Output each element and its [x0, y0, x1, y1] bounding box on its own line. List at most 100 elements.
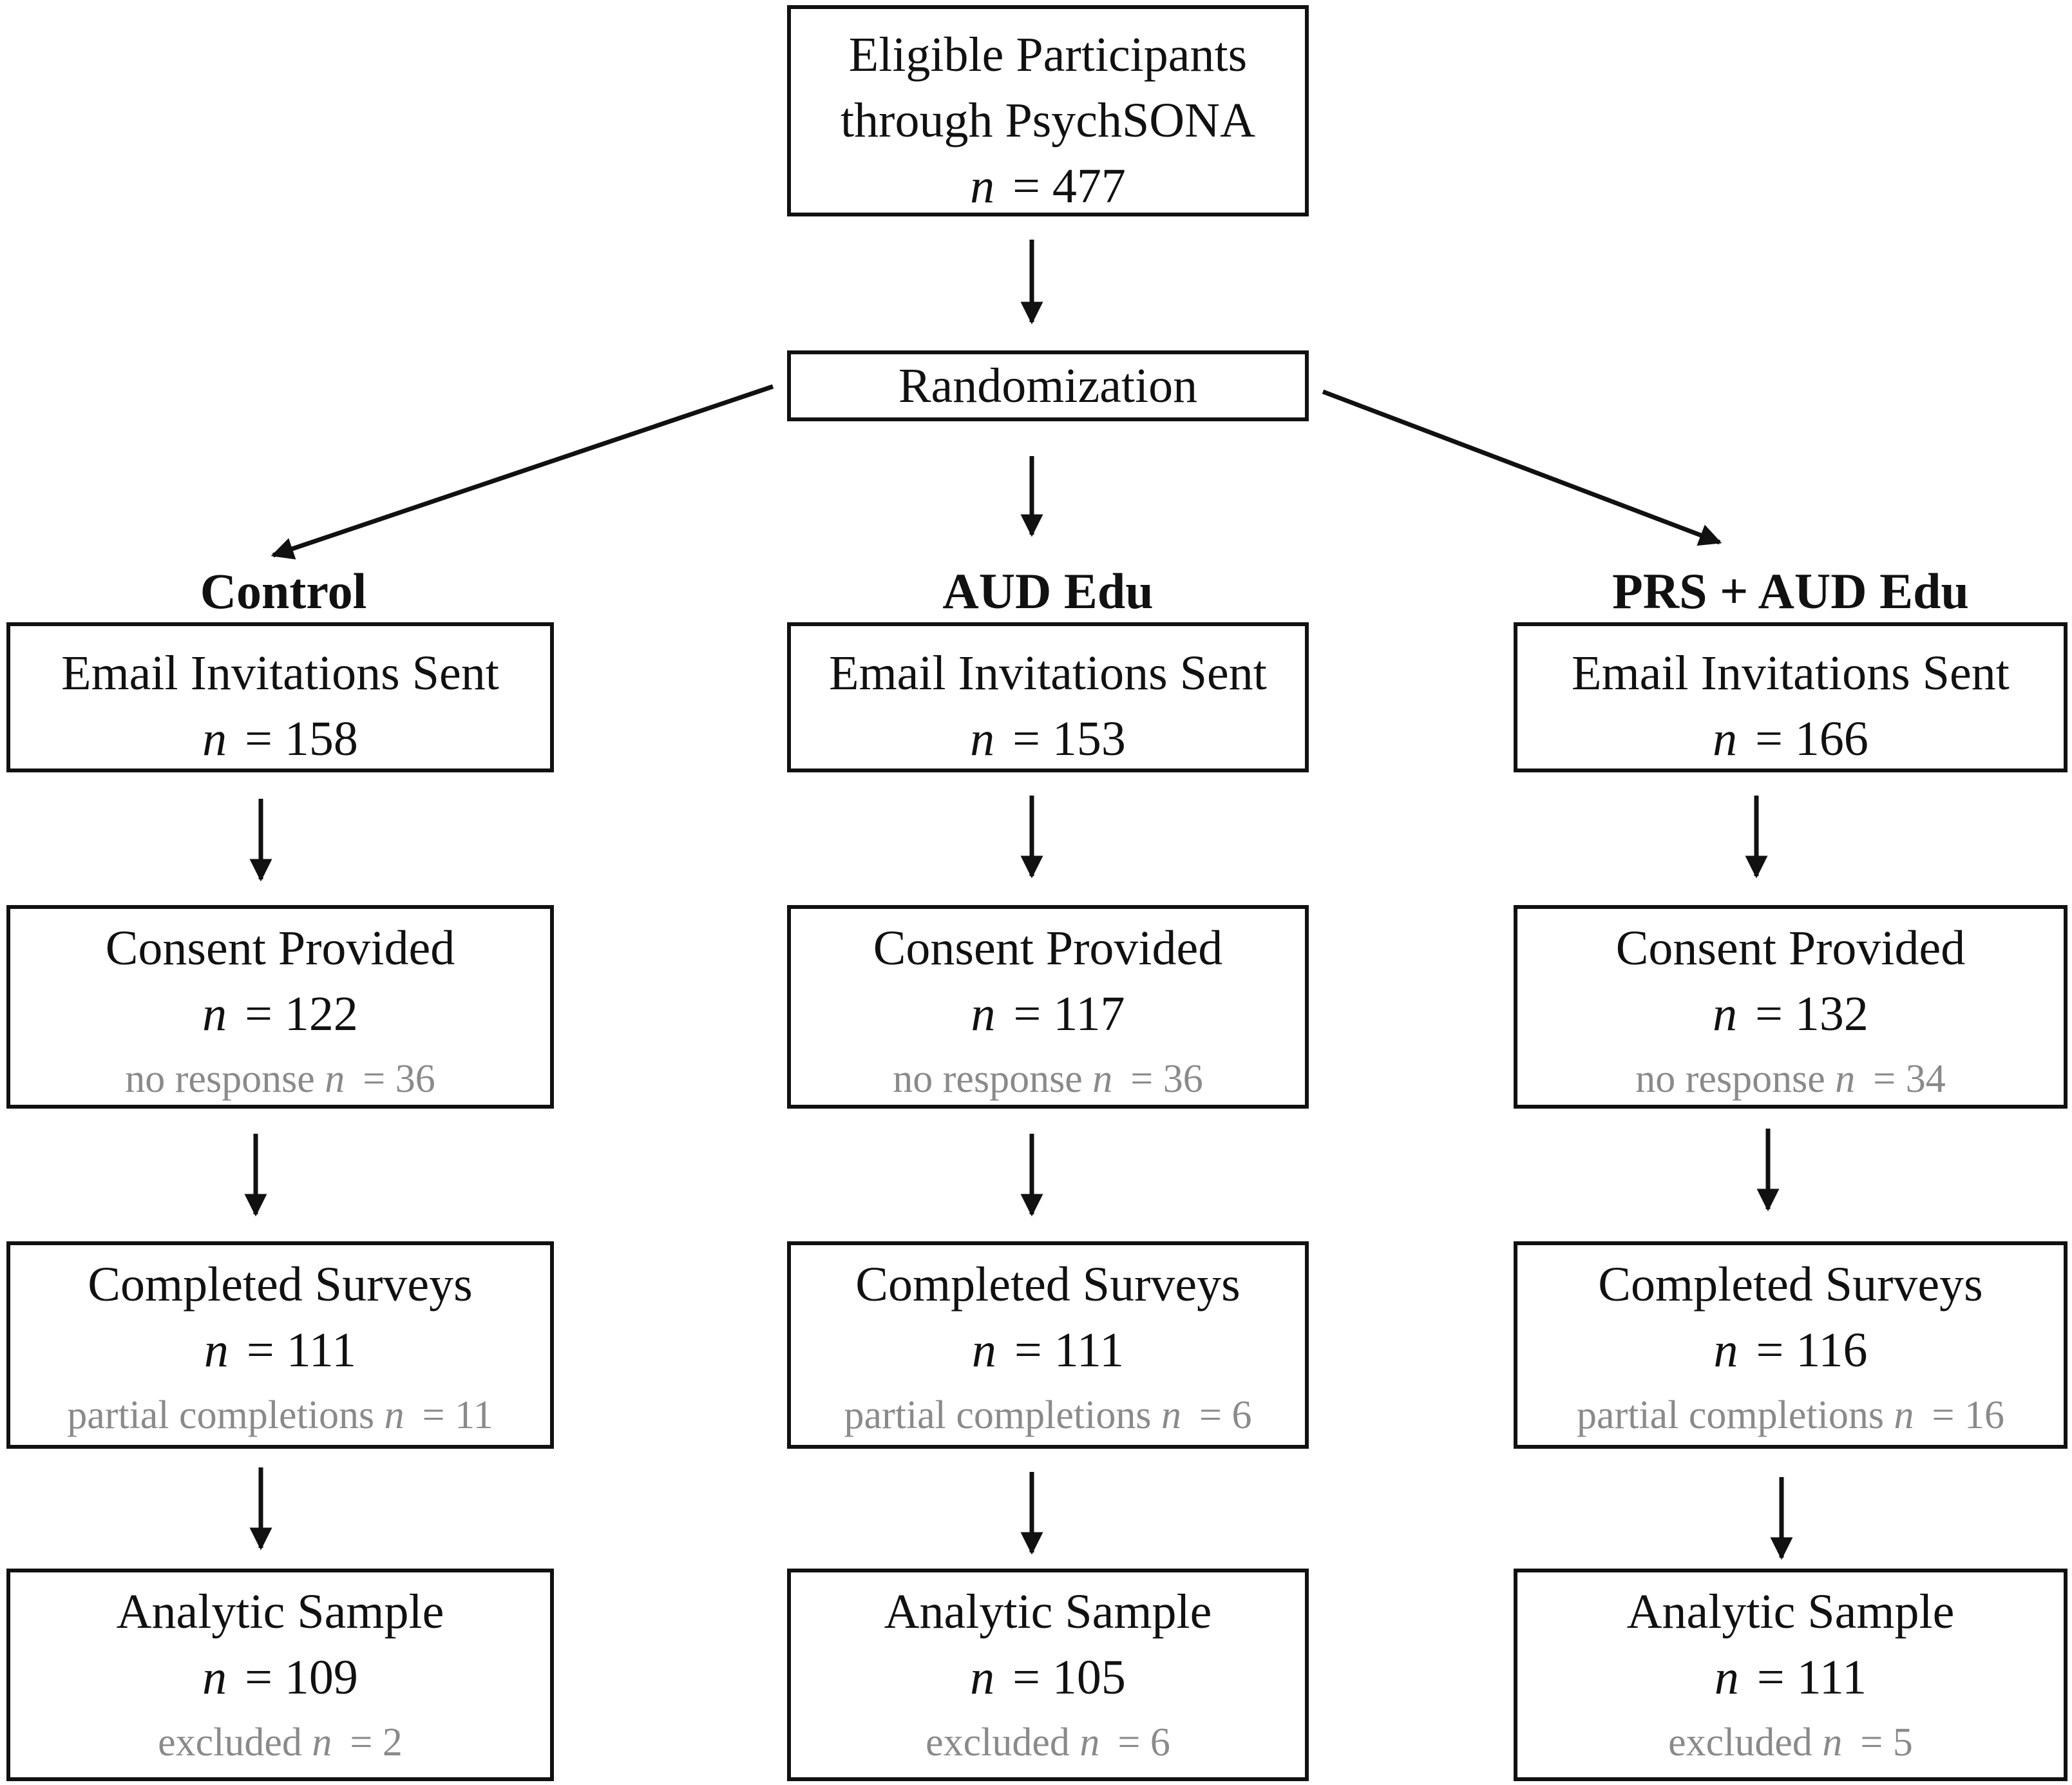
note-symbol: n [312, 1721, 332, 1764]
note-symbol: n [1161, 1393, 1181, 1437]
n-symbol: n [971, 987, 996, 1041]
completed-note: partial completions n= 6 [844, 1383, 1252, 1447]
prs-email-box: Email Invitations Sent n = 166 [1514, 622, 2067, 772]
n-symbol: n [204, 1323, 229, 1377]
note-label: no response [893, 1057, 1083, 1101]
n-value: = 111 [1014, 1323, 1125, 1377]
note-value: = 34 [1873, 1057, 1946, 1101]
control-email-box: Email Invitations Sent n = 158 [6, 622, 554, 772]
note-symbol: n [1835, 1057, 1856, 1101]
n-symbol: n [202, 712, 227, 766]
n-symbol: n [1714, 1650, 1739, 1704]
email-count: n = 153 [970, 706, 1126, 772]
prs-analytic-box: Analytic Sample n = 111 excluded n = 5 [1514, 1569, 2067, 1781]
consent-count: n= 122 [202, 981, 358, 1047]
analytic-note: excluded n = 2 [158, 1710, 403, 1775]
note-label: no response [1635, 1057, 1825, 1101]
n-symbol: n [1713, 987, 1738, 1041]
n-value: = 166 [1755, 712, 1868, 766]
analytic-label: Analytic Sample [116, 1585, 444, 1639]
group-header-control: Control [200, 563, 367, 619]
note-label: no response [125, 1057, 315, 1101]
note-symbol: n [1079, 1721, 1100, 1764]
n-value: = 132 [1755, 987, 1868, 1041]
n-symbol: n [202, 1650, 227, 1704]
group-header-prs-aud-edu: PRS + AUD Edu [1612, 563, 1969, 619]
email-label: Email Invitations Sent [829, 646, 1267, 700]
note-symbol: n [1894, 1393, 1914, 1437]
consent-count: n = 117 [971, 981, 1125, 1047]
n-value: = 477 [1012, 159, 1126, 213]
n-value: = 109 [245, 1650, 358, 1704]
note-symbol: n [325, 1057, 345, 1101]
n-symbol: n [970, 159, 995, 213]
note-symbol: n [1822, 1721, 1843, 1764]
n-symbol: n [970, 712, 995, 766]
aud-consent-box: Consent Provided n = 117 no response n = 3… [787, 905, 1309, 1109]
note-label: partial completions [1577, 1393, 1884, 1437]
prs-completed-box: Completed Surveys n = 116 partial complet… [1514, 1241, 2067, 1449]
completed-label: Completed Surveys [88, 1257, 473, 1312]
note-label: partial completions [67, 1393, 375, 1437]
n-value: = 158 [245, 712, 358, 766]
control-analytic-box: Analytic Sample n = 109 excluded n = 2 [6, 1569, 554, 1781]
note-value: = 36 [363, 1057, 435, 1101]
completed-count: n = 111 [972, 1317, 1124, 1383]
analytic-label: Analytic Sample [884, 1585, 1212, 1639]
n-symbol: n [970, 1650, 995, 1704]
aud-analytic-box: Analytic Sample n = 105 excluded n = 6 [787, 1569, 1309, 1781]
n-symbol: n [1713, 712, 1738, 766]
note-label: excluded [1668, 1721, 1812, 1764]
note-value: = 16 [1932, 1393, 2004, 1437]
note-value: = 2 [350, 1721, 403, 1764]
email-count: n = 166 [1713, 706, 1868, 772]
consent-note: no response n = 36 [125, 1047, 435, 1111]
consent-label: Consent Provided [873, 921, 1223, 975]
completed-note: partial completions n= 11 [67, 1383, 493, 1447]
n-value: = 111 [1756, 1650, 1867, 1704]
completed-count: n = 116 [1713, 1317, 1867, 1383]
control-completed-box: Completed Surveys n = 111 partial complet… [6, 1241, 554, 1449]
n-value: = 116 [1756, 1323, 1868, 1377]
analytic-note: excluded n = 5 [1668, 1710, 1913, 1775]
n-value: = 117 [1013, 987, 1125, 1041]
analytic-count: n = 105 [970, 1645, 1126, 1710]
note-symbol: n [1092, 1057, 1113, 1101]
note-label: excluded [158, 1721, 302, 1764]
completed-label: Completed Surveys [1598, 1257, 1983, 1312]
group-header-aud-edu: AUD Edu [942, 563, 1154, 619]
eligible-line2: through PsychSONA [841, 93, 1255, 148]
note-value: = 6 [1199, 1393, 1252, 1437]
note-value: = 36 [1130, 1057, 1203, 1101]
completed-note: partial completions n = 16 [1577, 1383, 2004, 1447]
arrow-randomization-to-prs [1322, 389, 1722, 546]
email-count: n = 158 [202, 706, 358, 772]
randomization-box: Randomization [787, 350, 1309, 421]
completed-label: Completed Surveys [855, 1257, 1240, 1312]
analytic-note: excluded n = 6 [926, 1710, 1170, 1775]
analytic-count: n = 109 [202, 1645, 358, 1710]
aud-completed-box: Completed Surveys n= 111 partial complet… [787, 1241, 1309, 1449]
email-label: Email Invitations Sent [1572, 646, 2010, 700]
consent-note: no response n = 34 [1635, 1047, 1945, 1111]
n-value: = 111 [246, 1323, 357, 1377]
analytic-count: n = 111 [1715, 1645, 1867, 1710]
consent-note: no response n = 36 [893, 1047, 1202, 1111]
eligible-line1: Eligible Participants [848, 28, 1248, 82]
n-value: = 153 [1012, 712, 1126, 766]
prs-consent-box: Consent Provided n = 132 no response n = 3… [1514, 905, 2067, 1109]
email-label: Email Invitations Sent [61, 646, 499, 700]
completed-count: n = 111 [204, 1317, 356, 1383]
consent-label: Consent Provided [1615, 921, 1966, 975]
note-label: excluded [926, 1721, 1070, 1764]
note-value: = 6 [1117, 1721, 1170, 1764]
control-consent-box: Consent Provided n= 122 no response n = 3… [6, 905, 554, 1109]
consent-label: Consent Provided [105, 921, 455, 975]
analytic-label: Analytic Sample [1626, 1585, 1955, 1639]
note-value: = 5 [1860, 1721, 1913, 1764]
n-symbol: n [1713, 1323, 1738, 1377]
note-symbol: n [384, 1393, 404, 1437]
n-value: = 105 [1012, 1650, 1126, 1704]
n-symbol: n [971, 1323, 996, 1377]
